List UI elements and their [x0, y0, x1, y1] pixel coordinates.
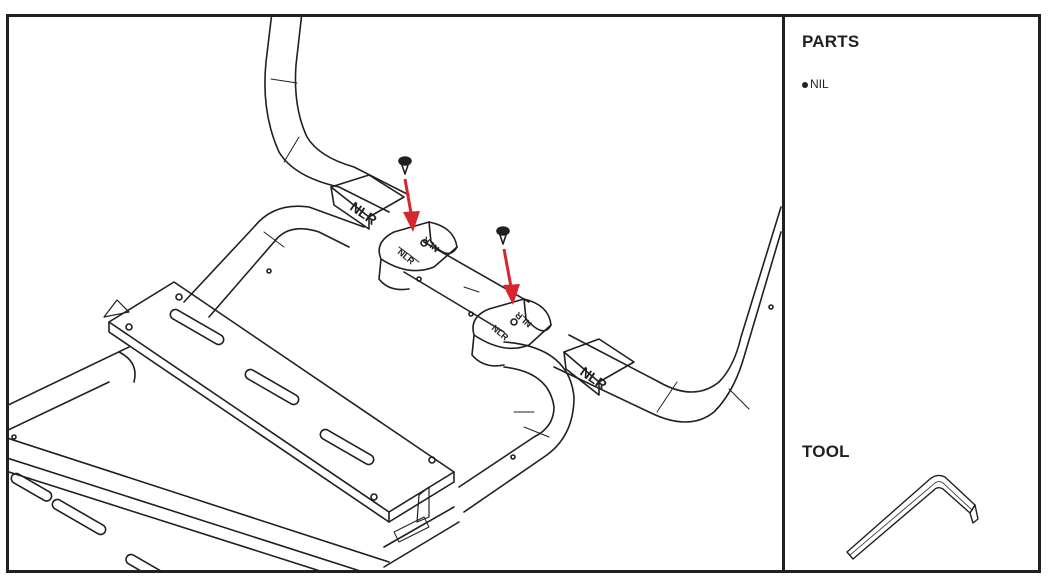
assembly-drawing: NLR NLR NLR NLR: [9, 17, 782, 570]
side-panel: PARTS NIL TOOL: [785, 17, 1038, 570]
allen-key-icon: [846, 474, 979, 560]
upper-tube-right: [553, 206, 782, 423]
tools-heading: TOOL: [802, 442, 850, 461]
upper-tube-left: [264, 17, 410, 213]
clamp-lower: NLR NLR: [471, 298, 552, 367]
screw-icon: [496, 226, 510, 245]
parts-list-item: NIL: [802, 77, 829, 91]
clamp-upper-logo-a: NLR: [396, 247, 417, 267]
nlr-cap-right: NLR: [563, 338, 635, 396]
clamp-lower-logo-a: NLR: [490, 323, 511, 343]
down-arrow-icon: [502, 248, 520, 305]
down-arrow-icon: [403, 178, 420, 232]
lower-frame-loop: [183, 205, 575, 513]
assembly-svg: NLR NLR NLR NLR: [9, 17, 782, 570]
parts-item-label: NIL: [810, 77, 829, 91]
clamp-upper: NLR NLR: [378, 221, 458, 291]
nlr-cap-right-logo: NLR: [577, 363, 610, 393]
panel-divider: [782, 14, 785, 573]
bullet-icon: [802, 81, 808, 88]
diagram-frame: [6, 14, 1041, 573]
screw-icon: [398, 156, 412, 175]
parts-heading: PARTS: [802, 32, 860, 51]
base-frame: [9, 346, 460, 570]
clamp-lower-logo-b: NLR: [513, 309, 534, 329]
pedal-plate: [103, 281, 455, 523]
